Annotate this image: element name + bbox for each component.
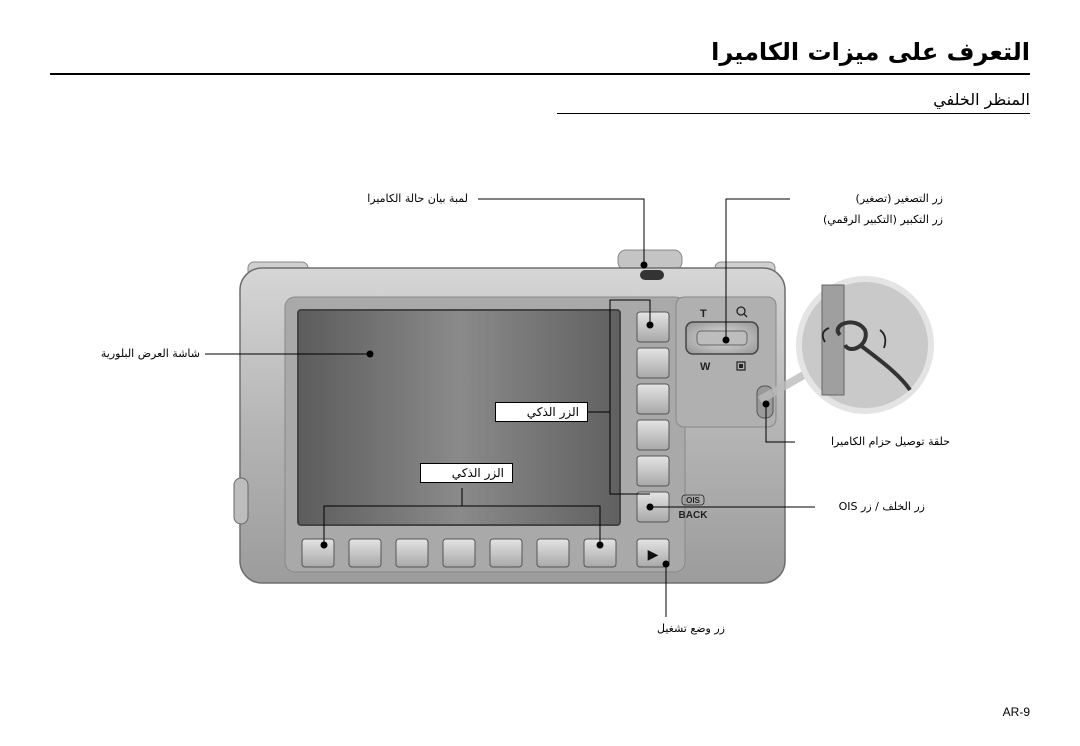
- zoom-rocker-center: [696, 330, 748, 346]
- play-mode-button[interactable]: [636, 538, 670, 568]
- strap-zoom-inset: [796, 276, 934, 414]
- label-lcd-monitor: شاشة العرض البلورية: [100, 347, 200, 360]
- ois-badge-frame: [681, 494, 705, 506]
- label-smart-button-vertical: الزر الذكي: [495, 402, 588, 422]
- horizontal-smart-buttons: [301, 538, 670, 568]
- smart-button-v4[interactable]: [636, 419, 670, 451]
- subtitle-divider: [557, 113, 1030, 114]
- smart-button-h1[interactable]: [301, 538, 335, 568]
- zoom-t-mark: T: [700, 308, 707, 320]
- inset-strap-cord: [858, 343, 912, 392]
- magnifier-icon: [736, 306, 746, 316]
- leader-lines: [205, 198, 815, 617]
- lcd-screen: [297, 309, 621, 526]
- page-title: التعرف على ميزات الكاميرا: [711, 38, 1030, 66]
- section-subtitle: المنظر الخلفي: [933, 90, 1030, 109]
- smart-button-h3[interactable]: [395, 538, 429, 568]
- smart-button-h4[interactable]: [442, 538, 476, 568]
- inset-body-edge: [821, 284, 845, 396]
- callout-dots: [320, 261, 770, 568]
- smart-button-v3[interactable]: [636, 383, 670, 415]
- label-zoom-t-button: زر التكبير (التكبير الرقمي): [823, 213, 943, 226]
- back-label: BACK: [679, 510, 709, 521]
- status-lamp: [640, 270, 664, 280]
- thumbnail-icon: [736, 361, 746, 371]
- smart-button-h2[interactable]: [348, 538, 382, 568]
- label-zoom-w-button: زر التصغير (تصغير): [855, 192, 943, 205]
- label-play-mode-button: زر وضع تشغيل: [657, 622, 725, 635]
- page-number: AR-9: [1002, 705, 1030, 719]
- smart-button-v2[interactable]: [636, 347, 670, 379]
- ois-label: OIS: [686, 496, 700, 505]
- label-smart-button-horizontal: الزر الذكي: [420, 463, 513, 483]
- side-lug: [233, 477, 249, 525]
- zoom-w-mark: W: [700, 361, 711, 373]
- smart-button-h6[interactable]: [536, 538, 570, 568]
- title-divider: [50, 73, 1030, 75]
- vertical-smart-buttons: [636, 311, 670, 523]
- label-strap-eyelet: حلقة توصيل حزام الكاميرا: [830, 435, 950, 448]
- smart-button-v5[interactable]: [636, 455, 670, 487]
- label-back-ois-button: زر الخلف / زر OIS: [838, 500, 925, 513]
- inset-strap-loop: [835, 320, 868, 351]
- label-camera-status-lamp: لمبة بيان حالة الكاميرا: [367, 192, 468, 205]
- shutter-top: [617, 249, 683, 271]
- smart-button-h5[interactable]: [489, 538, 523, 568]
- play-icon: ▶: [648, 547, 659, 563]
- smart-button-v1[interactable]: [636, 311, 670, 343]
